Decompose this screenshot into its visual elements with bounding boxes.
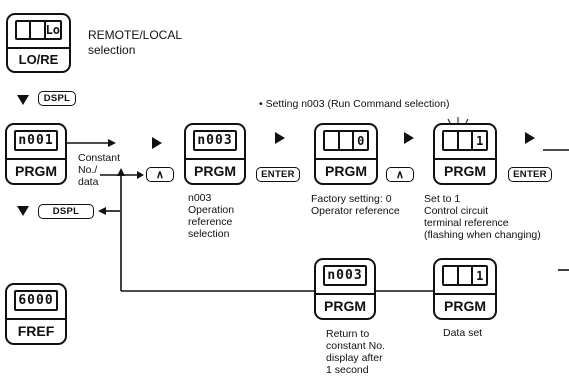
return-prgm-label[interactable]: PRGM	[324, 298, 366, 314]
right-arrow-icon	[275, 132, 285, 144]
factory-caption: Factory setting: 0 Operator reference	[311, 193, 400, 217]
n003-prgm-label[interactable]: PRGM	[194, 163, 236, 179]
n003-display: n003	[193, 130, 237, 151]
fref-unit: 6000 FREF	[5, 283, 67, 345]
dspl-key-top[interactable]: DSPL	[38, 91, 76, 106]
lore-key-label[interactable]: LO/RE	[18, 52, 59, 67]
lore-unit: Lo LO/RE	[6, 13, 71, 73]
n003-unit: n003 PRGM	[184, 123, 246, 185]
data-set-display: 1	[442, 265, 488, 286]
fref-label[interactable]: FREF	[17, 323, 55, 339]
right-arrow-icon	[525, 132, 535, 144]
return-caption: Return to constant No. display after 1 s…	[326, 328, 385, 376]
n001-display: n001	[14, 130, 58, 151]
factory-prgm-label[interactable]: PRGM	[325, 163, 367, 179]
right-arrow-icon	[404, 132, 414, 144]
return-unit: n003 PRGM	[314, 258, 376, 320]
up-key[interactable]: ∧	[146, 167, 174, 182]
lore-display-text: Lo	[45, 23, 61, 37]
down-arrow-icon	[17, 95, 29, 105]
fref-display: 6000	[14, 290, 58, 311]
factory-display: 0	[323, 130, 369, 151]
data-set-prgm-label[interactable]: PRGM	[444, 298, 486, 314]
n001-prgm-label[interactable]: PRGM	[15, 163, 57, 179]
enter-key[interactable]: ENTER	[256, 167, 300, 182]
enter-key-2[interactable]: ENTER	[508, 167, 552, 182]
lore-display: Lo	[15, 20, 62, 40]
setting-title: • Setting n003 (Run Command selection)	[259, 98, 450, 110]
n003-caption: n003 Operation reference selection	[188, 192, 235, 240]
n001-unit: n001 PRGM	[5, 123, 67, 185]
data-set-unit: 1 PRGM	[433, 258, 497, 320]
factory-unit: 0 PRGM	[314, 123, 378, 185]
set1-caption: Set to 1 Control circuit terminal refere…	[424, 193, 541, 241]
set1-display: 1	[442, 130, 488, 151]
set1-unit: 1 PRGM	[433, 123, 497, 185]
remote-local-caption: REMOTE/LOCAL selection	[88, 28, 183, 57]
constant-caption: Constant No./ data	[78, 152, 121, 188]
down-arrow-icon	[17, 206, 29, 216]
up-key-2[interactable]: ∧	[386, 167, 414, 182]
data-set-caption: Data set	[443, 327, 483, 339]
return-display: n003	[323, 265, 367, 286]
dspl-key-lower[interactable]: DSPL	[38, 204, 94, 219]
right-arrow-icon	[152, 137, 162, 149]
set1-prgm-label[interactable]: PRGM	[444, 163, 486, 179]
